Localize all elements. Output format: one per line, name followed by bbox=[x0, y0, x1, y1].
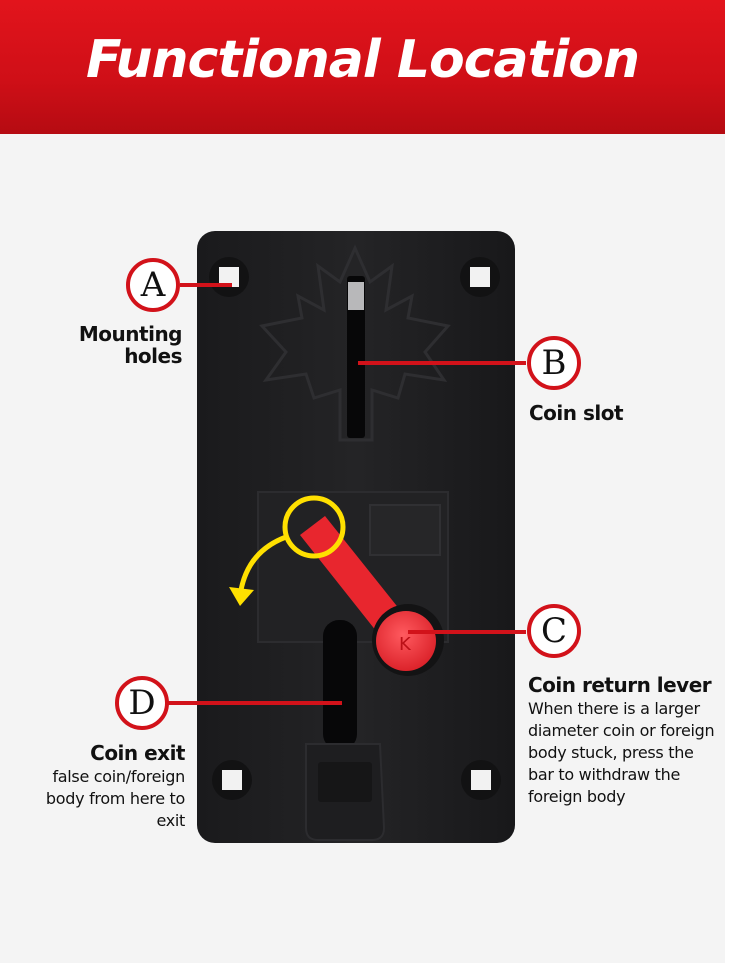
maple-leaf-emboss-icon bbox=[259, 244, 451, 442]
coin-exit-description: false coin/foreign body from here to exi… bbox=[45, 767, 185, 830]
coin-slot-label: Coin slot bbox=[529, 401, 624, 425]
curved-arrow-icon bbox=[237, 534, 287, 597]
mounting-holes-label: Mounting holes bbox=[78, 322, 183, 368]
coin-exit-channel bbox=[323, 620, 357, 750]
circle-highlight-icon bbox=[282, 495, 346, 559]
mounting-hole-bottom-right bbox=[461, 760, 501, 800]
coin-return-lever-description: When there is a larger diameter coin or … bbox=[528, 699, 715, 806]
coin-exit-opening bbox=[318, 762, 372, 802]
mounting-hole-bottom-left bbox=[212, 760, 252, 800]
coin-slot bbox=[347, 276, 365, 438]
coin-return-lever-knob bbox=[376, 611, 436, 671]
callout-badge-c: C bbox=[527, 604, 581, 658]
mounting-hole-top-left bbox=[209, 257, 249, 297]
curved-arrow-head-icon bbox=[229, 587, 254, 606]
page-edge bbox=[725, 0, 750, 963]
lever-emblem: K bbox=[399, 634, 412, 655]
callout-badge-d: D bbox=[115, 676, 169, 730]
page-title: Functional Location bbox=[85, 30, 640, 90]
header-banner: Functional Location bbox=[0, 0, 725, 134]
coin-return-lever-label: Coin return lever bbox=[528, 673, 712, 697]
callout-badge-b: B bbox=[527, 336, 581, 390]
coin-acceptor-illustration: K bbox=[168, 231, 526, 843]
coin-slot-insert bbox=[348, 282, 364, 310]
housing-recess bbox=[369, 504, 441, 556]
coin-exit-label: Coin exit bbox=[90, 741, 185, 765]
callout-badge-a: A bbox=[126, 258, 180, 312]
mounting-hole-top-right bbox=[460, 257, 500, 297]
